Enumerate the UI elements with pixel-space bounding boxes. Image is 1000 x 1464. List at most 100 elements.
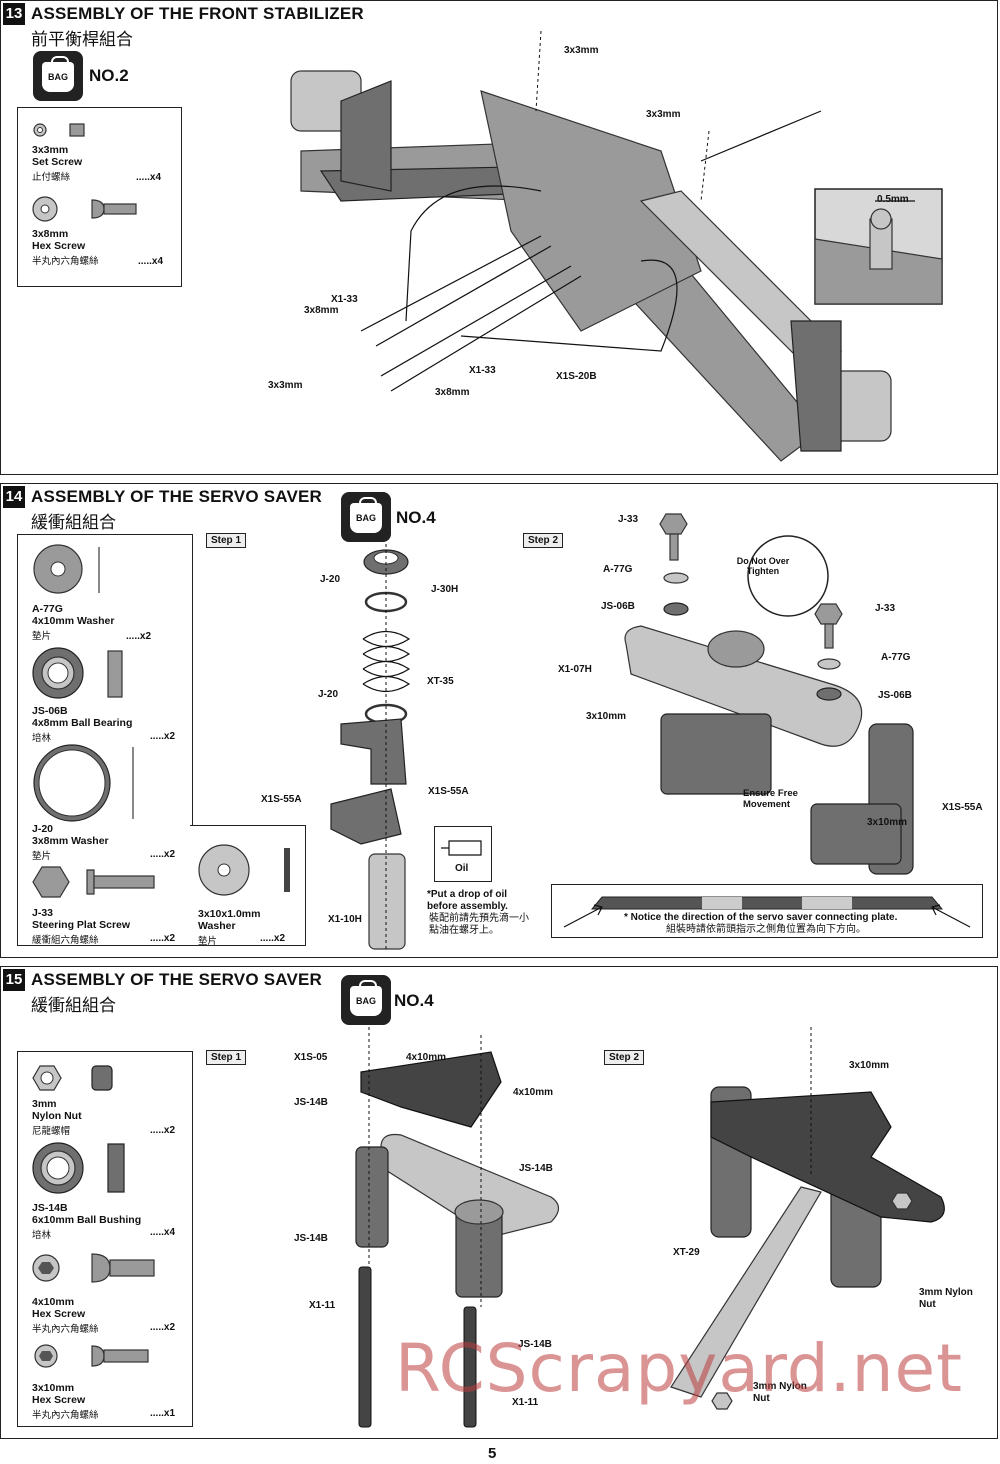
watermark: RCScrapyard.net <box>395 1330 963 1407</box>
servo-saver-plate-illustration <box>624 513 914 875</box>
oil-can-icon <box>441 840 482 856</box>
step-2-label: Step 2 <box>523 533 564 548</box>
part-desc-zh: 半丸內六角螺絲 <box>32 256 99 267</box>
section-title-zh: 前平衡桿組合 <box>31 30 133 50</box>
notice-text-zh: 組裝時請依箭頭指示之側角位置為向下方向。 <box>666 924 866 935</box>
callout-label: JS-14B <box>294 1233 328 1244</box>
part-desc: Hex Screw <box>32 240 86 252</box>
step-number: 13 <box>3 3 25 25</box>
callout-label: X1S-55A <box>942 802 983 813</box>
connecting-plate-diagram <box>563 896 971 928</box>
callout-label: 3mm Nylon Nut <box>753 1381 807 1404</box>
callout-label: 3x10mm <box>867 817 908 828</box>
washer-icon <box>198 844 290 896</box>
part-qty: .....x4 <box>138 256 164 267</box>
callout-label: X1-33 <box>331 294 358 305</box>
bag-icon: BAG <box>341 492 391 542</box>
part-qty: .....x2 <box>150 933 176 944</box>
callout-label: J-33 <box>875 603 896 614</box>
part-name: 3mm <box>32 1098 57 1110</box>
set-screw-icon <box>33 123 85 137</box>
section-title: ASSEMBLY OF THE SERVO SAVER <box>31 487 323 506</box>
nylon-nut-icon <box>32 1065 113 1091</box>
step-2-label: Step 2 <box>604 1050 645 1065</box>
part-desc-zh: 止付螺絲 <box>32 172 71 183</box>
large-washer-icon <box>33 744 134 822</box>
part-name: 3x3mm <box>32 144 69 156</box>
part-desc: Hex Screw <box>32 1394 86 1406</box>
callout-label: 3x8mm <box>304 305 339 316</box>
part-name: J-33 <box>32 907 54 919</box>
servo-saver-stack-illustration <box>330 544 411 950</box>
oil-label: Oil <box>455 863 469 874</box>
part-desc-zh: 培林 <box>32 1230 52 1241</box>
section-title-zh: 緩衝組組合 <box>31 996 116 1016</box>
part-qty: .....x2 <box>260 933 286 944</box>
parts-list: 3mm Nylon Nut 尼龍螺帽 .....x2 JS-14B 6x10mm… <box>17 1051 193 1427</box>
part-desc: Washer <box>198 920 236 932</box>
part-desc: Hex Screw <box>32 1308 86 1320</box>
callout-label: A-77G <box>603 564 633 575</box>
bag-number: NO.4 <box>396 508 436 527</box>
part-name: JS-06B <box>32 705 68 717</box>
part-name: 3x10mm <box>32 1382 75 1394</box>
callout-label: X1-11 <box>309 1300 336 1311</box>
step-number: 14 <box>3 486 25 508</box>
parts-list: 3x3mm Set Screw 止付螺絲 .....x4 3x8mm Hex S… <box>17 107 182 287</box>
steering-screw-icon <box>32 866 155 898</box>
bag-icon: BAG <box>341 975 391 1025</box>
part-qty: .....x2 <box>150 1125 176 1136</box>
part-desc: Set Screw <box>32 156 83 168</box>
oil-note: *Put a drop of oil before assembly. <box>427 889 508 912</box>
callout-label: J-20 <box>320 574 341 585</box>
callout-label: 3x8mm <box>435 387 470 398</box>
part-qty: .....x4 <box>150 1227 176 1238</box>
ensure-free-movement-note: Ensure Free Movement <box>743 788 798 810</box>
part-qty: .....x2 <box>126 631 152 642</box>
step-number: 15 <box>3 969 25 991</box>
callout-label: XT-35 <box>427 676 454 687</box>
part-desc: 4x8mm Ball Bearing <box>32 717 133 729</box>
callout-label: X1S-20B <box>556 371 597 382</box>
section-title: ASSEMBLY OF THE FRONT STABILIZER <box>31 4 364 23</box>
part-desc-zh: 培林 <box>32 733 52 744</box>
part-name: 3x8mm <box>32 228 69 240</box>
callout-label: 3x3mm <box>646 109 681 120</box>
part-desc-zh: 墊片 <box>198 936 218 947</box>
callout-label: JS-14B <box>519 1163 553 1174</box>
notice-box: * Notice the direction of the servo save… <box>551 884 983 938</box>
callout-label: X1-33 <box>469 365 496 376</box>
callout-label: JS-06B <box>878 690 912 701</box>
notice-text: * Notice the direction of the servo save… <box>624 912 898 923</box>
part-desc: 3x8mm Washer <box>32 835 109 847</box>
section-title-zh: 緩衝組組合 <box>31 513 116 533</box>
servo-saver-step1-illustration <box>355 1027 560 1428</box>
callout-label: JS-14B <box>518 1339 552 1350</box>
callout-label: 4x10mm <box>406 1052 447 1063</box>
part-qty: .....x1 <box>150 1408 176 1419</box>
callout-label: J-33 <box>618 514 639 525</box>
part-desc-zh: 墊片 <box>32 631 52 642</box>
bag-number: NO.4 <box>394 991 434 1010</box>
callout-label: JS-06B <box>601 601 635 612</box>
ball-bearing-icon <box>32 647 123 699</box>
callout-label: J-20 <box>318 689 339 700</box>
washer-icon <box>33 544 100 594</box>
part-desc: 4x10mm Washer <box>32 615 115 627</box>
section-13: 13 ASSEMBLY OF THE FRONT STABILIZER 前平衡桿… <box>0 0 998 475</box>
part-desc-zh: 半丸內六角螺絲 <box>32 1324 99 1335</box>
callout-label: X1-07H <box>558 664 592 675</box>
front-stabilizer-illustration <box>290 30 892 462</box>
part-qty: .....x2 <box>150 849 176 860</box>
callout-label: X1-11 <box>512 1397 539 1408</box>
callout-label: A-77G <box>881 652 911 663</box>
callout-label: 3x10mm <box>849 1060 890 1071</box>
callout-label: 4x10mm <box>513 1087 554 1098</box>
callout-label: X1S-55A <box>428 786 469 797</box>
part-desc: Steering Plat Screw <box>32 919 131 931</box>
bag-number: NO.2 <box>89 66 129 85</box>
section-title: ASSEMBLY OF THE SERVO SAVER <box>31 970 323 989</box>
hex-screw-icon <box>34 1344 149 1368</box>
callout-label: XT-29 <box>673 1247 700 1258</box>
section-15: 15 ASSEMBLY OF THE SERVO SAVER 緩衝組組合 BAG… <box>0 966 998 1439</box>
